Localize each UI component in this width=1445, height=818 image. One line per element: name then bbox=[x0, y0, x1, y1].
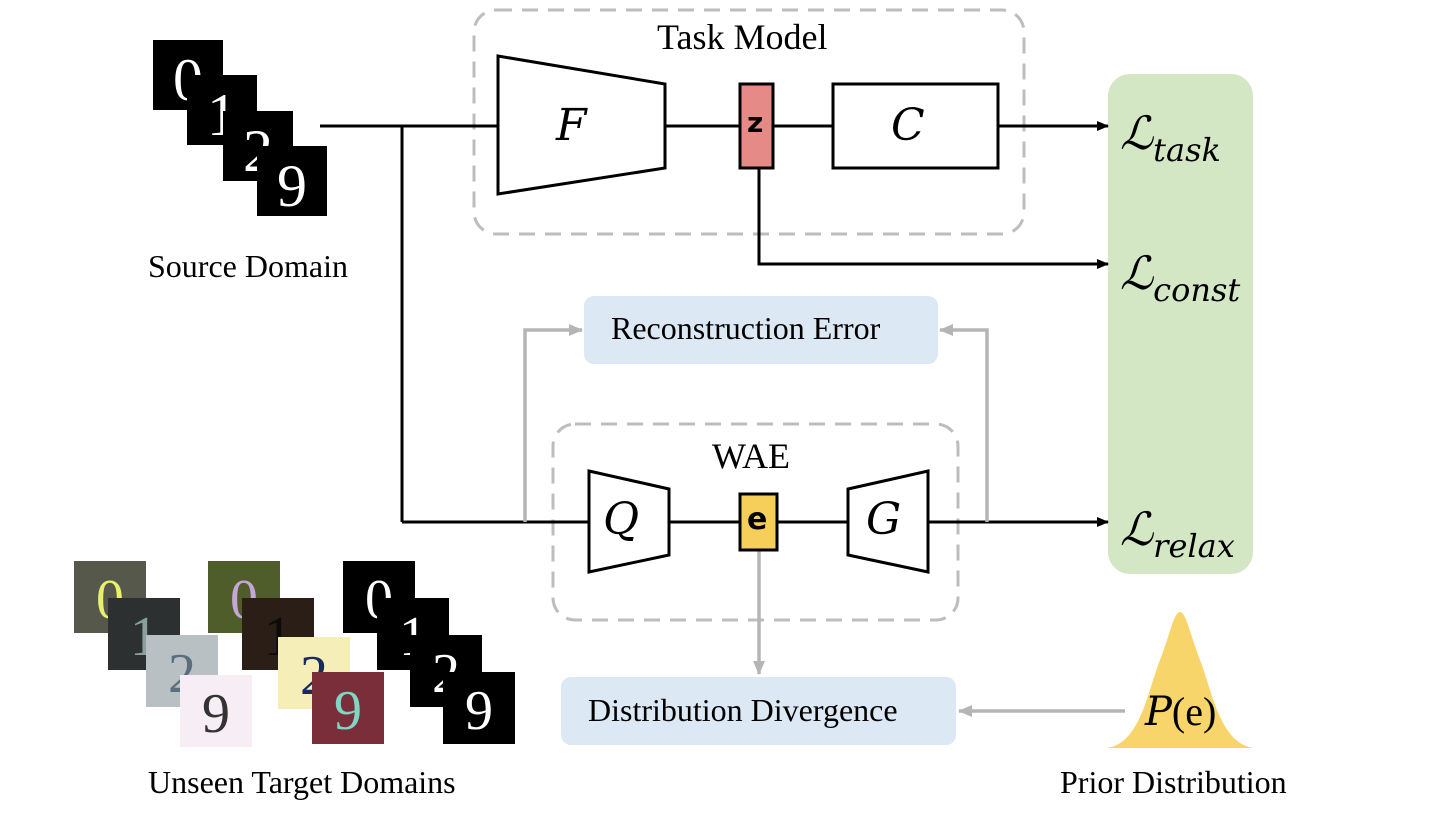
target-digit-tile bbox=[443, 672, 515, 744]
reconstruction-error-box bbox=[584, 296, 938, 364]
distribution-divergence-box bbox=[561, 677, 956, 745]
loss-relax-subscript: relax bbox=[1153, 527, 1235, 565]
target-digit: 9 bbox=[202, 683, 230, 745]
classifier-symbol: C bbox=[891, 100, 925, 151]
source-digit-tile bbox=[257, 146, 327, 216]
unseen-target-domains-label: Unseen Target Domains bbox=[148, 764, 456, 800]
const-loss-arrow bbox=[757, 168, 1109, 269]
source-domain-images: 0 1 2 9 bbox=[153, 40, 327, 219]
decoder-g-block bbox=[846, 469, 930, 574]
loss-const-symbol: ℒ bbox=[1120, 246, 1154, 300]
target-digit-tile bbox=[312, 672, 384, 744]
latent-e-symbol: e bbox=[747, 502, 768, 537]
distribution-divergence-label: Distribution Divergence bbox=[588, 692, 898, 728]
loss-panel bbox=[1108, 74, 1253, 574]
feature-extractor-block bbox=[496, 54, 667, 196]
encoder-q-symbol: Q bbox=[603, 494, 640, 545]
classifier-block bbox=[831, 82, 1000, 170]
feature-extractor-symbol: F bbox=[556, 100, 587, 151]
task-model-border bbox=[472, 8, 1026, 236]
reconstruction-error-label: Reconstruction Error bbox=[611, 310, 881, 346]
loss-const: ℒconst bbox=[1120, 246, 1240, 309]
prior-symbol: P(e) bbox=[1145, 688, 1216, 735]
target-domain-images: 0 1 2 9 0 1 2 9 0 1 2 9 bbox=[74, 561, 515, 747]
loss-relax-symbol: ℒ bbox=[1120, 502, 1154, 556]
latent-z-symbol: z bbox=[747, 106, 764, 139]
loss-task-subscript: task bbox=[1153, 131, 1221, 169]
recon-right-arrow bbox=[939, 324, 989, 522]
task-model-label: Task Model bbox=[657, 17, 828, 57]
decoder-g-symbol: G bbox=[866, 494, 902, 545]
encoder-q-block bbox=[587, 469, 671, 574]
source-connections bbox=[320, 124, 848, 524]
wae-label: WAE bbox=[712, 436, 790, 476]
prior-p: P bbox=[1145, 689, 1172, 735]
target-digit-tile bbox=[180, 675, 252, 747]
prior-arg: (e) bbox=[1171, 689, 1217, 734]
prior-distribution-label: Prior Distribution bbox=[1060, 764, 1287, 800]
source-domain-label: Source Domain bbox=[148, 248, 348, 284]
latent-e-box bbox=[738, 492, 779, 552]
source-digit-9: 9 bbox=[277, 153, 307, 219]
loss-const-subscript: const bbox=[1153, 271, 1241, 309]
loss-relax: ℒrelax bbox=[1120, 502, 1235, 565]
target-digit: 9 bbox=[465, 680, 493, 742]
latent-z-box bbox=[738, 82, 775, 170]
loss-task: ℒtask bbox=[1120, 106, 1221, 169]
recon-left-arrow bbox=[523, 324, 583, 522]
loss-task-symbol: ℒ bbox=[1120, 106, 1154, 160]
prior-distribution-curve bbox=[1106, 612, 1255, 748]
target-digit: 9 bbox=[334, 680, 362, 742]
